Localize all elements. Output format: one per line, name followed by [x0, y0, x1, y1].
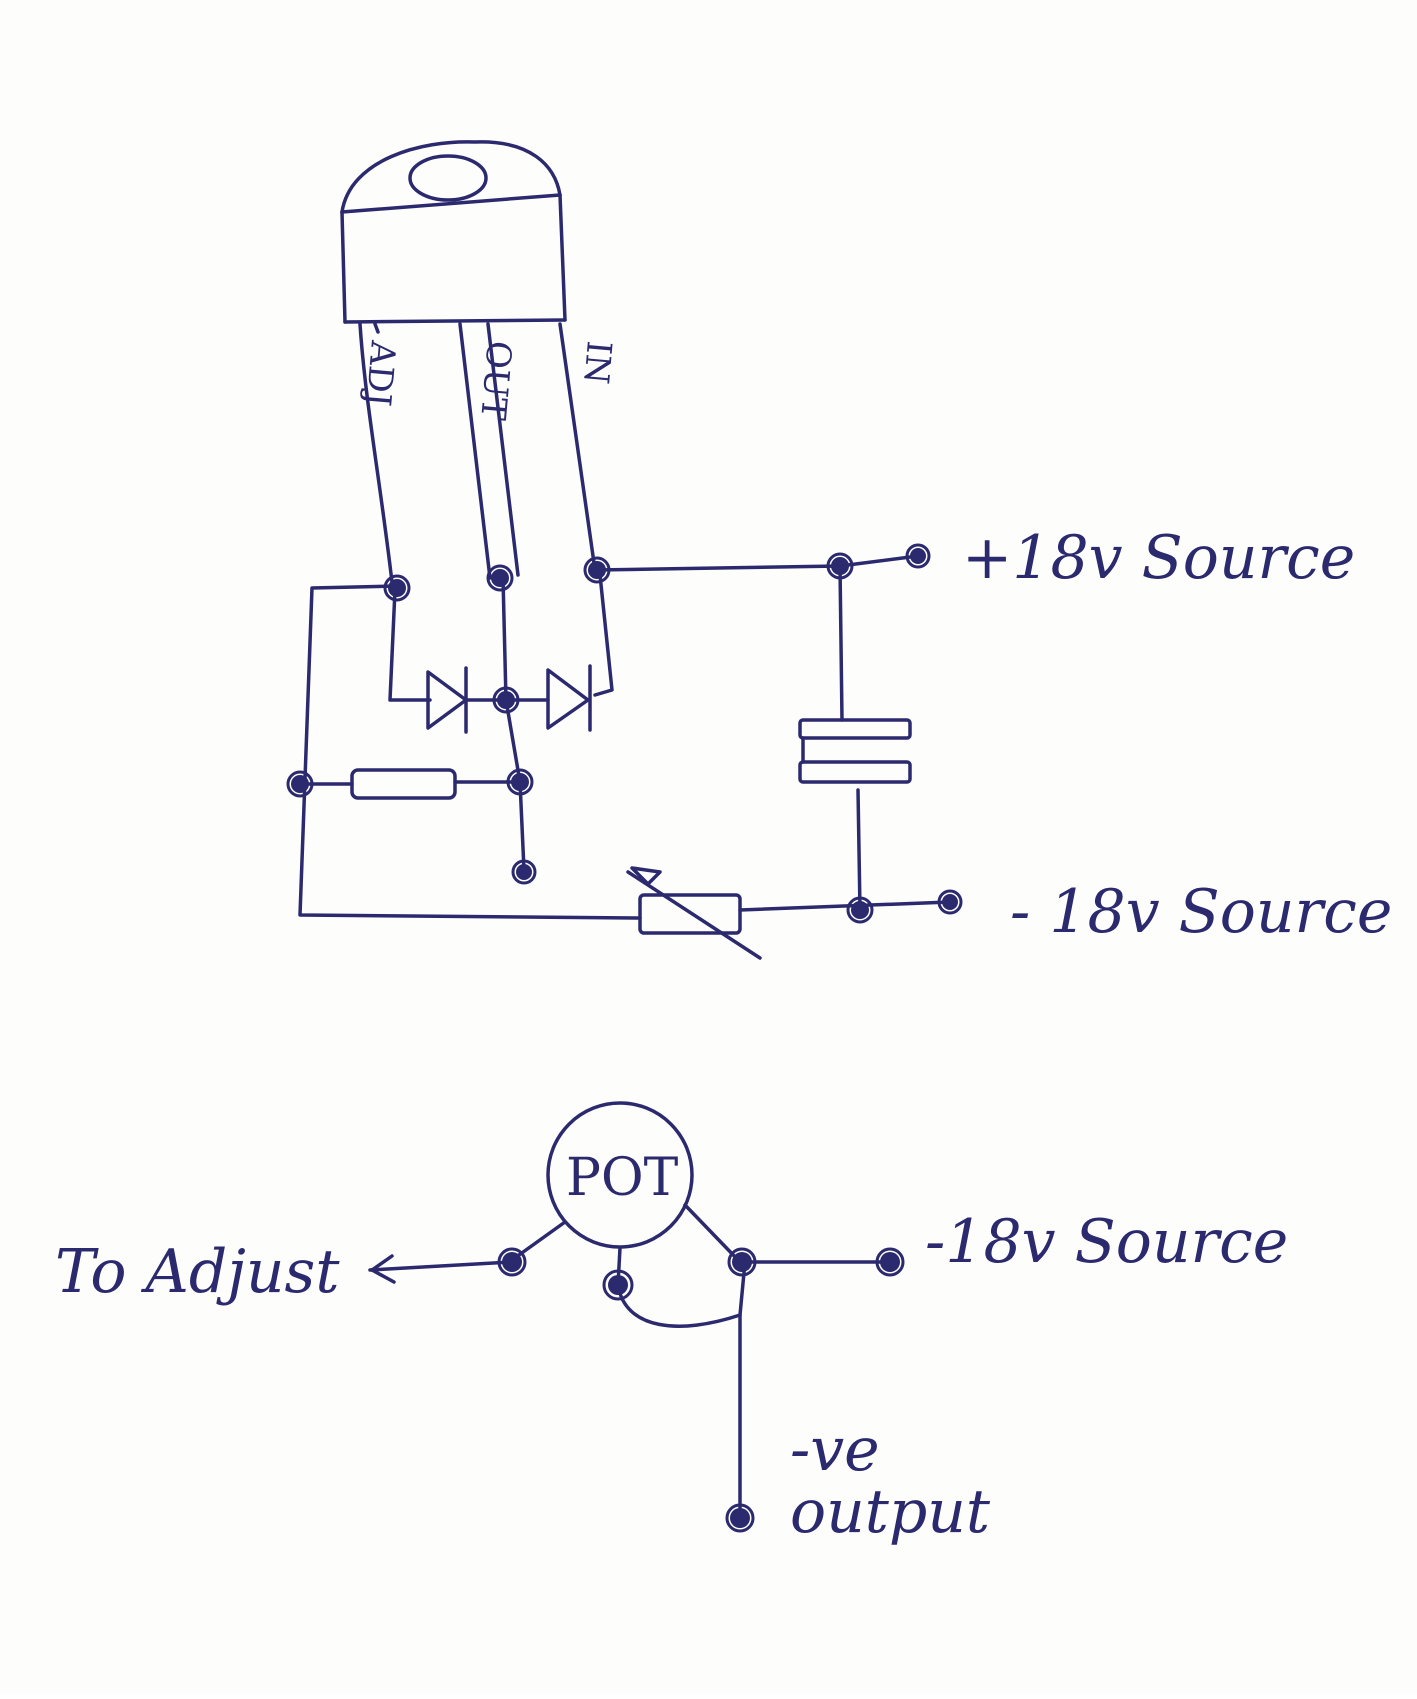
resistor-icon — [350, 768, 457, 800]
regulator-body — [340, 140, 567, 324]
node-pot-wiper — [608, 1275, 628, 1295]
mounting-hole-icon — [408, 154, 488, 202]
label-plus-18v-source: +18v Source — [962, 523, 1355, 593]
label-output: output — [790, 1477, 991, 1547]
node-diode-junction — [497, 691, 515, 709]
variable-resistor-icon — [626, 866, 762, 960]
node-resistor-right — [511, 773, 529, 791]
terminal-to-adjust — [502, 1252, 522, 1272]
bottom-nodes — [497, 1247, 905, 1533]
node-cap-top — [831, 557, 849, 575]
label-pot: POT — [566, 1148, 679, 1208]
terminal-minus-18v — [942, 894, 958, 910]
bottom-wiring — [368, 1203, 890, 1517]
node-cap-bottom — [851, 901, 869, 919]
label-minus-18v-source-bottom: -18v Source — [925, 1207, 1288, 1277]
node-resistor-left — [291, 775, 309, 793]
pin-label-in: IN — [575, 339, 619, 386]
terminal-minus-18v-bottom — [880, 1252, 900, 1272]
node-in — [588, 561, 606, 579]
regulator-legs — [358, 322, 597, 584]
pin-label-out: OUT — [472, 339, 519, 422]
node-out — [491, 569, 509, 587]
terminal-ve-output — [730, 1508, 750, 1528]
capacitor-icon — [798, 718, 912, 784]
top-nodes — [286, 543, 963, 924]
label-minus-18v-source-top: - 18v Source — [1010, 877, 1392, 947]
label-ve: -ve — [790, 1415, 880, 1485]
node-adj — [388, 579, 406, 597]
terminal-output-top — [516, 864, 532, 880]
label-to-adjust: To Adjust — [55, 1237, 340, 1307]
pin-label-adj: ADJ — [357, 338, 403, 408]
node-pot-right — [732, 1252, 752, 1272]
terminal-plus-18v — [910, 548, 926, 564]
